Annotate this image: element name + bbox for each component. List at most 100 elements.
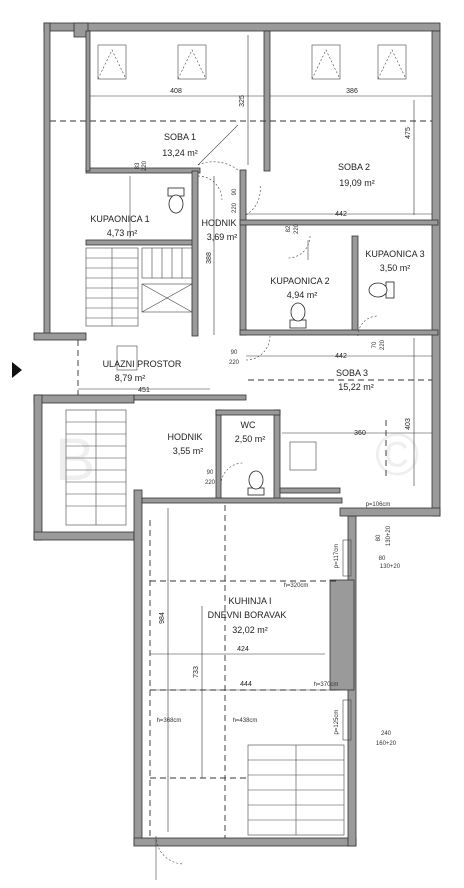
wall-soba2-bottom	[239, 219, 439, 226]
toilet-kupaonica2	[289, 302, 307, 329]
door-swing-hodnik	[197, 175, 223, 201]
room-area-ulazni: 8,79 m²	[115, 373, 146, 383]
window-p106: p=106cm	[366, 502, 391, 508]
height-h370: h=370cm	[314, 682, 339, 688]
wall-wc-top	[215, 409, 281, 416]
wall-kupaonica23-divider	[351, 235, 359, 335]
room-name-wc: WC	[241, 420, 256, 430]
room-area-soba2: 19,09 m²	[339, 178, 375, 188]
stairs-upper	[85, 247, 193, 327]
roof-window-6	[289, 441, 317, 471]
room-name-soba1: SOBA 1	[164, 132, 196, 142]
win-dim-80-a: 80	[376, 534, 382, 541]
column-top-left	[73, 22, 89, 38]
dim-444: 444	[240, 681, 252, 688]
door-swing-kupaonica3	[357, 315, 379, 337]
win-dim-240: 240	[381, 731, 392, 737]
door-dim-82: 82	[286, 225, 292, 232]
room-area-hodnik2: 3,55 m²	[173, 446, 204, 456]
dim-442-a: 442	[335, 211, 347, 218]
window-p125: p=125cm	[334, 710, 340, 735]
wall-soba3-bottom	[279, 487, 341, 494]
wall-hodnik1-right	[239, 169, 247, 336]
wall-hodnik1-left	[191, 170, 199, 337]
door-dim-90-a: 90	[232, 188, 238, 195]
roof-window-2	[177, 44, 207, 80]
room-name-hodnik2: HODNIK	[167, 432, 202, 442]
height-h320: h=320cm	[284, 583, 309, 589]
wall-right-upper	[431, 30, 441, 517]
wall-stair-left	[33, 394, 43, 541]
win-dim-130-a: 130+20	[386, 525, 392, 546]
dim-388: 388	[206, 252, 213, 264]
door-swing-soba1	[197, 161, 239, 171]
stair-upper-box-3	[141, 283, 193, 313]
door-dim-90-c: 90	[207, 470, 214, 476]
door-dim-220-c: 220	[294, 223, 300, 234]
watermark-text-2: ©	[375, 421, 423, 488]
dim-475: 475	[405, 127, 412, 139]
dim-325: 325	[239, 95, 246, 107]
watermark: B ©	[55, 421, 423, 493]
door-dim-220-b: 220	[232, 202, 238, 213]
height-h368: h=368cm	[157, 718, 182, 724]
outer-walls	[33, 22, 441, 847]
dim-386: 386	[346, 88, 358, 95]
room-name-dnevni-boravak: DNEVNI BORAVAK	[208, 610, 287, 620]
wall-left-upper	[43, 22, 51, 336]
win-dim-130-b: 130+20	[380, 564, 401, 570]
room-name-kupaonica1: KUPAONICA 1	[90, 214, 149, 224]
toilet-kupaonica3	[368, 281, 395, 299]
room-name-ulazni: ULAZNI PROSTOR	[103, 359, 182, 369]
roof-window-3	[311, 44, 341, 80]
door-dim-90-b: 90	[231, 350, 238, 356]
room-name-hodnik1: HODNIK	[201, 218, 236, 228]
room-area-soba3: 15,22 m²	[338, 382, 374, 392]
wall-ulazni-bottom	[133, 394, 247, 401]
win-dim-80-b: 80	[379, 556, 386, 562]
entrance-arrow-icon	[12, 362, 22, 378]
room-area-soba1: 13,24 m²	[162, 148, 198, 158]
room-area-hodnik1: 3,69 m²	[207, 232, 238, 242]
dim-424: 424	[237, 646, 249, 653]
wall-right-bulge	[329, 579, 355, 691]
toilet-wc	[247, 470, 265, 496]
room-name-kuhinja: KUHINJA I	[228, 596, 271, 606]
stairs-left	[65, 409, 127, 526]
dim-442-b: 442	[335, 353, 347, 360]
door-dim-220-e: 220	[229, 360, 240, 366]
door-swing-soba3	[245, 335, 271, 361]
dim-360: 360	[354, 430, 366, 437]
roof-window-5	[116, 345, 138, 371]
door-dim-70: 70	[372, 341, 378, 348]
roof-window-1	[97, 44, 127, 80]
door-dim-220-f: 220	[205, 480, 216, 486]
door-dim-220-d: 220	[380, 339, 386, 350]
stairs-bottom	[247, 744, 345, 836]
wall-soba1-right	[263, 30, 271, 172]
dim-984: 984	[159, 612, 166, 624]
wall-kupaonica1-bottom	[85, 239, 197, 246]
roof-windows	[97, 44, 407, 471]
wall-left-mid	[33, 394, 135, 404]
dim-403: 403	[405, 418, 412, 430]
wall-wc-right	[273, 409, 281, 503]
wall-entrance-top	[33, 332, 87, 341]
door-swings	[155, 124, 379, 880]
door-dim-83: 83	[135, 162, 141, 169]
stair-upper-box-2	[141, 247, 193, 279]
dim-408: 408	[170, 88, 182, 95]
wall-right-step	[339, 507, 441, 517]
win-dim-160: 160+20	[376, 741, 397, 747]
room-area-wc: 2,50 m²	[235, 434, 266, 444]
door-dim-220-a: 220	[142, 160, 148, 171]
window-right-2	[342, 699, 352, 741]
dim-733: 733	[193, 666, 200, 678]
wall-left-lower	[133, 489, 143, 846]
fixtures	[129, 176, 395, 496]
room-labels: SOBA 1 13,24 m² SOBA 2 19,09 m² KUPAONIC…	[90, 132, 424, 635]
windows-right	[342, 539, 352, 741]
room-area-kupaonica1: 4,73 m²	[107, 228, 138, 238]
room-area-kuhinja: 32,02 m²	[232, 625, 268, 635]
